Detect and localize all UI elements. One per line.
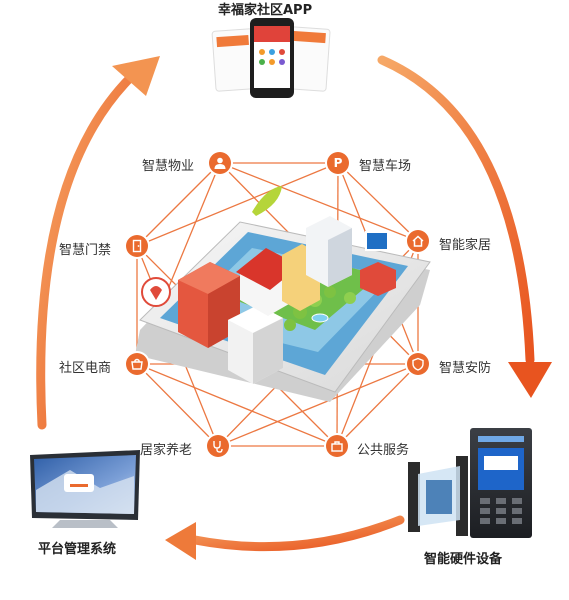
- arrow-head-top: [112, 56, 160, 96]
- person-icon: [214, 157, 226, 169]
- arrow-hardware-to-platform: [190, 515, 405, 552]
- service-icon: [331, 441, 343, 452]
- shield-icon: [412, 357, 424, 371]
- stethoscope-icon: [213, 441, 223, 453]
- label-access: 智慧门禁: [59, 243, 112, 258]
- network-link: [136, 363, 219, 447]
- label-security: 智慧安防: [439, 361, 492, 376]
- arrow-head-right: [508, 362, 552, 398]
- label-elderly: 居家养老: [140, 443, 193, 458]
- label-property: 智慧物业: [142, 159, 195, 174]
- parking-icon: P: [333, 156, 343, 170]
- network-link: [136, 363, 338, 447]
- network-link: [217, 363, 419, 447]
- node-property: [209, 152, 231, 174]
- platform-monitor-illustration: [30, 450, 140, 528]
- label-commerce: 社区电商: [59, 361, 112, 376]
- node-access: [126, 235, 148, 257]
- city-phone-illustration: [135, 186, 431, 402]
- label-home: 智能家居: [439, 238, 492, 253]
- arrow-app-to-hardware: [377, 55, 535, 365]
- network-link: [336, 363, 419, 447]
- house-icon: [412, 235, 424, 247]
- node-elderly: [207, 435, 229, 457]
- app-label: 幸福家社区APP: [218, 3, 313, 18]
- network-link: [219, 162, 419, 242]
- node-public: [326, 435, 348, 457]
- network-link: [337, 162, 419, 242]
- network-link: [136, 162, 221, 247]
- wifi-signal-icon: [252, 186, 282, 216]
- hardware-illustration: [408, 428, 532, 538]
- label-public: 公共服务: [357, 443, 410, 458]
- hardware-label: 智能硬件设备: [424, 552, 503, 567]
- arrow-platform-to-app: [36, 73, 135, 430]
- node-commerce: [126, 353, 148, 375]
- label-parking: 智慧车场: [359, 159, 412, 174]
- platform-label: 平台管理系统: [38, 542, 117, 557]
- arrow-head-bottom: [165, 522, 196, 560]
- shop-icon: [131, 358, 143, 370]
- app-screenshots: [211, 18, 331, 98]
- cycle-arrows: [36, 55, 552, 560]
- node-home: [407, 230, 429, 252]
- network-link: [136, 162, 339, 247]
- node-security: [407, 353, 429, 375]
- node-parking: P: [327, 152, 349, 174]
- door-icon: [132, 239, 142, 253]
